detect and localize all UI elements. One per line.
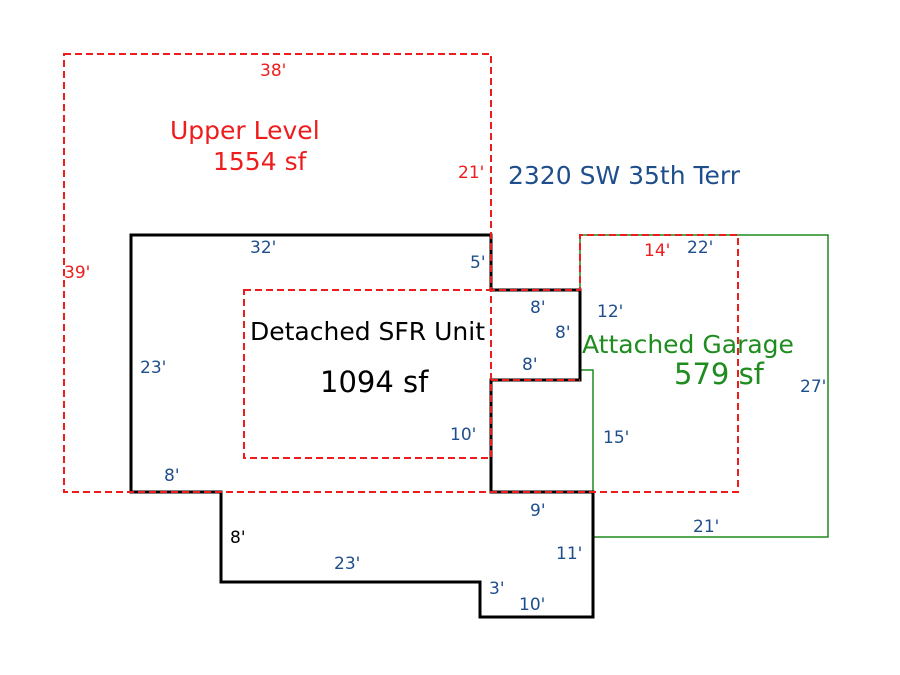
main-unit-outline — [129, 233, 595, 619]
main-dim-10-bottom: 10' — [519, 595, 545, 615]
main-dim-5: 5' — [470, 253, 486, 273]
main-dim-notch-bottom: 8' — [522, 355, 538, 375]
main-dim-10-inner: 10' — [450, 425, 476, 445]
main-dim-top: 32' — [250, 238, 276, 258]
garage-dim-right: 27' — [800, 377, 826, 397]
garage-dim-12: 12' — [597, 302, 623, 322]
garage-dim-top: 22' — [687, 238, 713, 258]
main-dim-bottom-left: 8' — [164, 466, 180, 486]
main-dim-23-bottom: 23' — [334, 554, 360, 574]
main-unit-label: Detached SFR Unit — [250, 317, 485, 346]
main-dim-9: 9' — [530, 501, 546, 521]
garage-dim-bottom: 21' — [693, 517, 719, 537]
garage-label: Attached Garage — [582, 330, 794, 359]
main-dim-notch-right: 8' — [555, 323, 571, 343]
garage-dim-15: 15' — [603, 428, 629, 448]
upper-level-outline — [63, 53, 739, 493]
main-unit-area: 1094 sf — [320, 365, 429, 399]
main-dim-ext-left: 8' — [230, 528, 246, 548]
garage-area: 579 sf — [674, 357, 765, 391]
upper-dim-top: 38' — [260, 61, 286, 81]
upper-dim-left: 39' — [64, 263, 90, 283]
upper-dim-right: 21' — [458, 163, 484, 183]
main-dim-left: 23' — [140, 358, 166, 378]
main-dim-11: 11' — [556, 544, 582, 564]
upper-level-area: 1554 sf — [213, 147, 308, 176]
main-dim-3: 3' — [489, 579, 505, 599]
address-label: 2320 SW 35th Terr — [508, 161, 741, 190]
main-dim-notch-top: 8' — [530, 298, 546, 318]
upper-level-label: Upper Level — [170, 116, 320, 145]
upper-dim-garage-top: 14' — [644, 241, 670, 261]
